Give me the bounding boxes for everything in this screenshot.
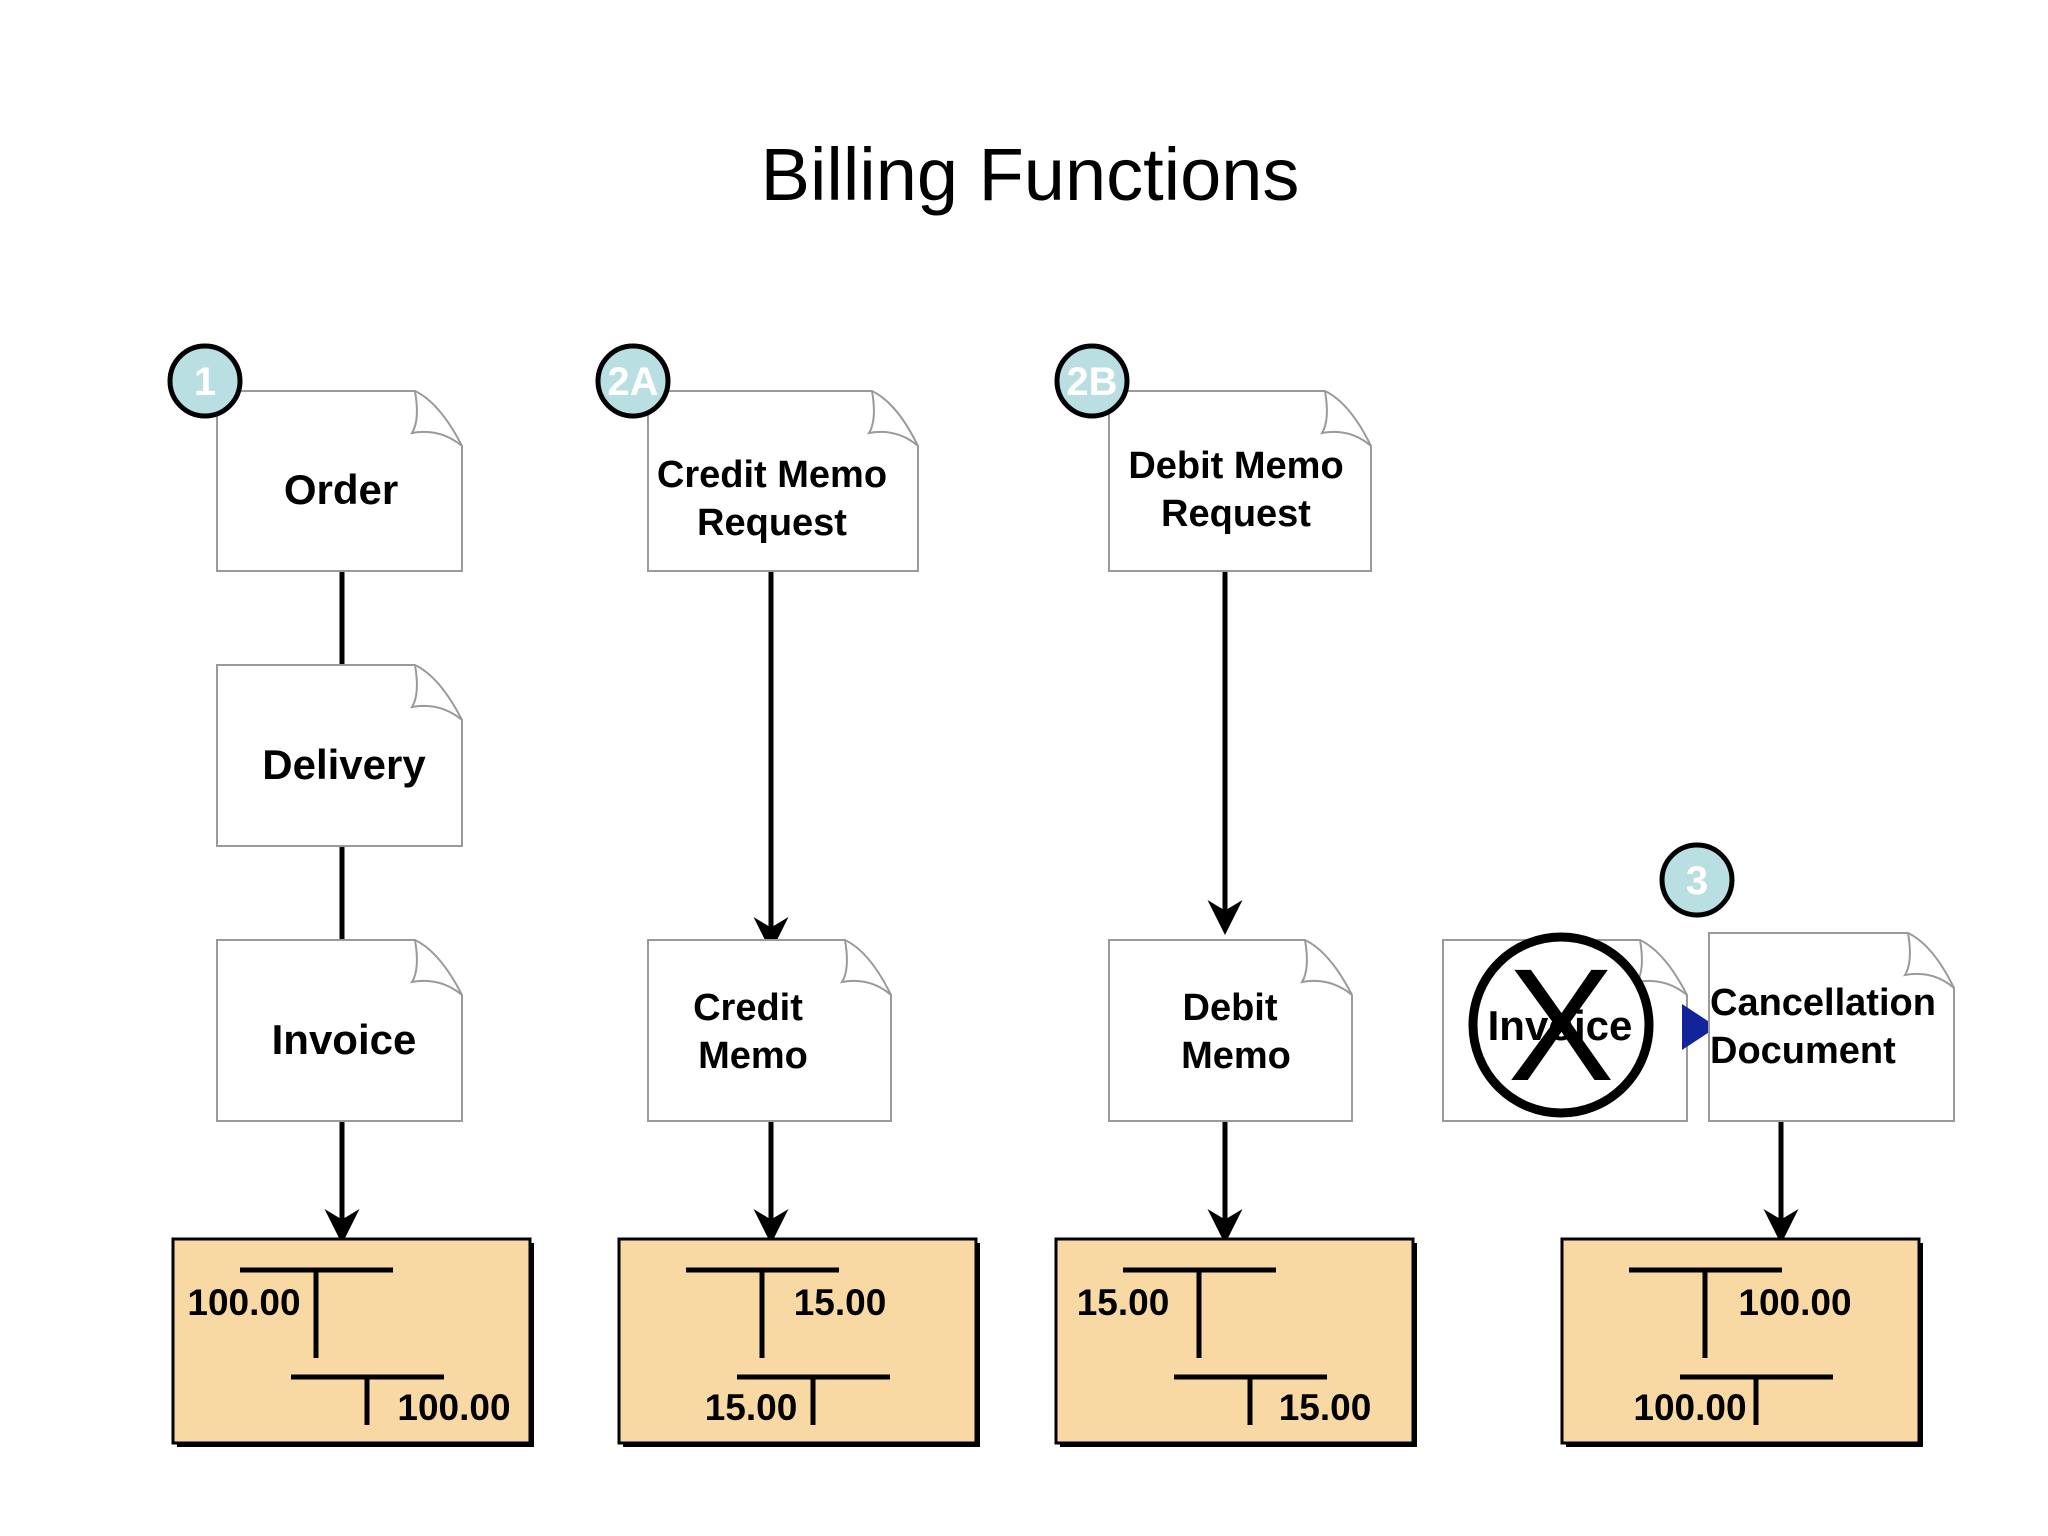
badge-step-3-label: 3 [1686,859,1708,903]
doc-invoice-shape [216,939,463,1122]
doc-credit-memo-shape [647,939,892,1122]
account-posting-invoice: 100.00 100.00 [171,1237,534,1447]
badge-step-1-label: 1 [194,360,216,404]
account-debit-memo-debit-amount: 15.00 [1077,1282,1170,1323]
doc-cancellation-document-label-line2: Document [1710,1030,1896,1072]
doc-credit-memo-label-line1: Credit [693,987,803,1029]
account-cancellation-debit-amount: 100.00 [1633,1387,1746,1428]
account-invoice-debit-amount: 100.00 [187,1282,300,1323]
doc-debit-memo-request-label-line1: Debit Memo [1128,445,1343,487]
badge-step-1-circle [167,343,243,419]
account-posting-debit-memo-box [1054,1237,1415,1445]
cancel-circle-icon [1468,932,1654,1118]
doc-debit-memo-label-line2: Memo [1181,1035,1291,1077]
doc-invoice: Invoice [216,939,463,1122]
doc-credit-memo-label-line2: Memo [698,1035,808,1077]
doc-debit-memo-label-line1: Debit [1183,987,1278,1029]
doc-credit-memo-fold [839,939,892,996]
doc-cancellation-document-fold [1902,932,1955,989]
doc-cancellation-document-shape [1708,932,1955,1122]
doc-order-label: Order [284,466,398,513]
account-posting-invoice-box [171,1237,532,1445]
diagram-title: Billing Functions [761,133,1300,216]
badge-step-1: 1 [167,343,243,419]
doc-debit-memo-request-shape [1108,390,1372,572]
connectors [324,571,1799,1244]
account-credit-memo-credit-amount: 15.00 [794,1282,887,1323]
doc-credit-memo-request: Credit Memo Request [647,390,919,572]
doc-invoice-fold [409,939,463,996]
doc-credit-memo-request-label-line1: Credit Memo [657,454,887,496]
badge-step-3: 3 [1659,842,1735,918]
account-posting-debit-memo: 15.00 15.00 [1054,1237,1417,1447]
doc-order-fold [409,390,463,447]
badge-step-2a: 2A [595,343,671,419]
doc-credit-memo: Credit Memo [647,939,892,1122]
account-invoice-credit-amount: 100.00 [397,1387,510,1428]
account-posting-cancellation-box [1560,1237,1921,1445]
badge-step-2a-label: 2A [607,360,658,404]
doc-debit-memo-request: Debit Memo Request [1108,390,1372,572]
doc-credit-memo-request-shape [647,390,919,572]
doc-delivery-label: Delivery [262,741,426,788]
cancel-pointer-icon [1682,1004,1717,1050]
badge-step-2a-circle [595,343,671,419]
doc-credit-memo-request-label-line2: Request [697,502,847,544]
doc-delivery: Delivery [216,664,463,847]
doc-debit-memo-request-label-line2: Request [1161,493,1311,535]
doc-invoice-label: Invoice [272,1016,417,1063]
doc-cancelled-invoice-shape [1442,939,1688,1122]
doc-order: Order [216,390,463,572]
doc-cancelled-invoice-label: Invoice [1488,1002,1633,1049]
doc-delivery-shape [216,664,463,847]
badge-step-3-circle [1659,842,1735,918]
badge-step-2b-label: 2B [1066,360,1117,404]
account-cancellation-credit-amount: 100.00 [1738,1282,1851,1323]
account-debit-memo-credit-amount: 15.00 [1279,1387,1372,1428]
badge-step-2b: 2B [1054,343,1130,419]
doc-cancellation-document-label-line1: Cancellation [1710,982,1936,1024]
cancel-x-mark-icon: X [1508,935,1615,1114]
doc-order-shape [216,390,463,572]
doc-credit-memo-request-fold [866,390,919,447]
account-posting-credit-memo: 15.00 15.00 [617,1237,980,1447]
doc-debit-memo-request-fold [1319,390,1372,447]
account-posting-credit-memo-box [617,1237,978,1445]
account-posting-cancellation: 100.00 100.00 [1560,1237,1923,1447]
account-credit-memo-debit-amount: 15.00 [705,1387,798,1428]
doc-cancelled-invoice: Invoice X [1442,932,1688,1122]
badge-step-2b-circle [1054,343,1130,419]
doc-debit-memo: Debit Memo [1108,939,1353,1122]
doc-debit-memo-fold [1299,939,1353,996]
doc-delivery-fold [409,664,463,721]
doc-cancellation-document: Cancellation Document [1708,932,1955,1122]
doc-debit-memo-shape [1108,939,1353,1122]
